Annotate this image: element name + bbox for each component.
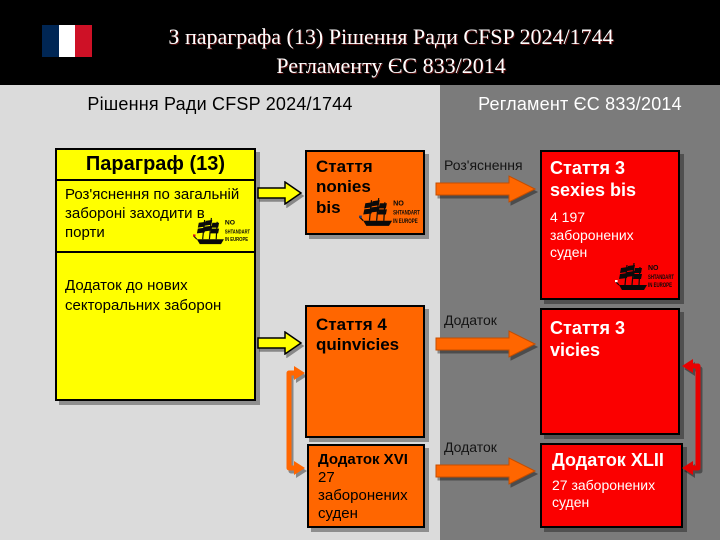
annex-xvi-title: Додаток XVI bbox=[318, 451, 408, 468]
no-shtandart-logo-icon: NO SHTANDART IN EUROPE bbox=[193, 217, 250, 245]
logo-text-no: NO bbox=[225, 220, 235, 227]
orange-arrow-clarification bbox=[435, 175, 537, 203]
annex-xvi-box: Додаток XVI 27 заборонених суден bbox=[307, 444, 425, 528]
orange-arrow-annex-mid bbox=[435, 330, 537, 358]
logo-text-europe: IN EUROPE bbox=[225, 237, 248, 243]
label-clarification: Роз'яснення bbox=[444, 157, 523, 173]
label-annex-bottom: Додаток bbox=[444, 439, 497, 455]
article-3-vicies-box: Стаття 3 vicies bbox=[540, 308, 680, 435]
flag-blue-stripe bbox=[42, 25, 59, 57]
france-flag-icon bbox=[42, 25, 93, 57]
no-shtandart-logo-icon: NO SHTANDART IN EUROPE bbox=[615, 262, 674, 290]
annex-xlii-body: 27 заборонених суден bbox=[552, 476, 656, 511]
article-nonies-bis-box: Стаття nonies bis NO SHTANDART IN EUROPE bbox=[305, 150, 425, 235]
title-bar: З параграфа (13) Рішення Ради CFSP 2024/… bbox=[0, 0, 720, 85]
orange-arrow-annex-bottom bbox=[435, 457, 537, 485]
regulation-heading: Регламент ЄС 833/2014 bbox=[478, 94, 682, 114]
annex-xvi-body: 27 заборонених суден bbox=[318, 469, 408, 522]
yellow-arrow-to-nonies bbox=[257, 181, 303, 205]
yellow-arrow-to-quinvicies bbox=[257, 331, 303, 355]
logo-text-no: NO bbox=[393, 198, 404, 207]
flag-white-stripe bbox=[58, 25, 76, 57]
article-3-sexies-bis-title: Стаття 3 sexies bis bbox=[550, 158, 637, 200]
no-shtandart-logo-icon: NO SHTANDART IN EUROPE bbox=[359, 198, 420, 226]
annex-xlii-title: Додаток XLII bbox=[552, 450, 664, 470]
article-nonies-bis-title: Стаття nonies bis bbox=[316, 157, 373, 217]
paragraph-13-row-ports-text: Роз'яснення по загальній забороні заходи… bbox=[65, 186, 240, 241]
slide-title-line2: Регламенту ЄС 833/2014 bbox=[276, 53, 506, 78]
article-4-quinvicies-box: Стаття 4 quinvicies bbox=[305, 305, 425, 438]
paragraph-13-row-ports: Роз'яснення по загальній забороні заходи… bbox=[57, 181, 254, 253]
label-annex-mid: Додаток bbox=[444, 312, 497, 328]
logo-text-europe: IN EUROPE bbox=[648, 283, 672, 289]
slide-title-line1: З параграфа (13) Рішення Ради CFSP 2024/… bbox=[168, 24, 614, 49]
paragraph-13-box: Параграф (13) Роз'яснення по загальній з… bbox=[55, 148, 256, 401]
article-3-vicies-title: Стаття 3 vicies bbox=[550, 318, 625, 360]
annex-xlii-box: Додаток XLII 27 заборонених суден bbox=[540, 443, 683, 528]
flag-red-stripe bbox=[75, 25, 93, 57]
slide-title: З параграфа (13) Рішення Ради CFSP 2024/… bbox=[70, 22, 712, 80]
logo-text-europe: IN EUROPE bbox=[393, 218, 418, 225]
decision-heading: Рішення Ради CFSP 2024/1744 bbox=[87, 94, 353, 114]
connector-quinvicies-annex16 bbox=[286, 366, 305, 475]
paragraph-13-row-annex: Додаток до нових секторальних заборон bbox=[65, 277, 222, 314]
logo-text-shtandart: SHTANDART bbox=[648, 275, 674, 281]
logo-text-shtandart: SHTANDART bbox=[225, 229, 250, 235]
paragraph-13-title: Параграф (13) bbox=[57, 150, 254, 181]
article-3-sexies-bis-box: Стаття 3 sexies bis 4 197 заборонених су… bbox=[540, 150, 680, 300]
connector-vicies-annex42 bbox=[682, 359, 701, 475]
article-3-sexies-bis-body: 4 197 заборонених суден bbox=[550, 209, 634, 261]
article-4-quinvicies-title: Стаття 4 quinvicies bbox=[316, 315, 400, 355]
logo-text-no: NO bbox=[648, 265, 659, 272]
logo-text-shtandart: SHTANDART bbox=[393, 210, 420, 217]
